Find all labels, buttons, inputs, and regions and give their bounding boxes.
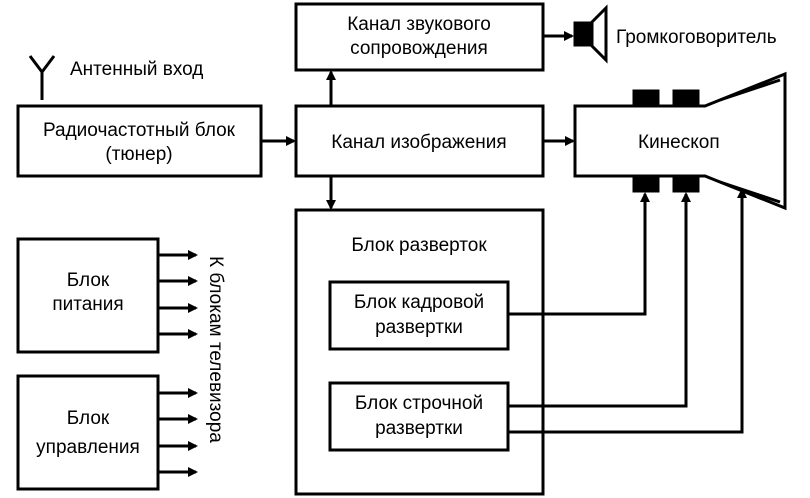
control-block bbox=[16, 374, 160, 491]
control-block-label-1: Блок bbox=[67, 408, 110, 429]
power-block-label-2: питания bbox=[52, 294, 123, 315]
sound-channel-label-2: сопровождения bbox=[350, 38, 488, 59]
line-scan-label-2: развертки bbox=[375, 418, 463, 439]
frame-scan-label-2: развертки bbox=[375, 317, 463, 338]
line-scan-block bbox=[328, 381, 510, 452]
antenna-icon bbox=[28, 55, 56, 100]
scan-block-label: Блок разверток bbox=[351, 235, 487, 256]
line-scan-label-1: Блок строчной bbox=[355, 393, 483, 414]
sound-channel-block bbox=[294, 2, 545, 72]
kinescope-label: Кинескоп bbox=[638, 132, 720, 153]
to-tv-blocks-label: К блокам телевизора bbox=[205, 256, 226, 443]
frame-scan-block bbox=[328, 280, 510, 351]
power-block bbox=[16, 237, 160, 354]
speaker-icon bbox=[573, 4, 608, 64]
rf-block bbox=[16, 104, 263, 178]
kinescope-tube-icon bbox=[573, 71, 787, 211]
rf-block-label-1: Радиочастотный блок bbox=[43, 120, 236, 141]
connections bbox=[158, 31, 747, 477]
antenna-label: Антенный вход bbox=[70, 59, 203, 80]
sound-channel-label-1: Канал звукового bbox=[347, 14, 491, 35]
frame-scan-label-1: Блок кадровой bbox=[354, 292, 484, 313]
control-block-label-2: управления bbox=[36, 437, 140, 458]
speaker-label: Громкоговоритель bbox=[616, 27, 777, 48]
power-block-label-1: Блок bbox=[67, 270, 110, 291]
rf-block-label-2: (тюнер) bbox=[105, 144, 172, 165]
image-channel-label: Канал изображения bbox=[331, 132, 506, 153]
